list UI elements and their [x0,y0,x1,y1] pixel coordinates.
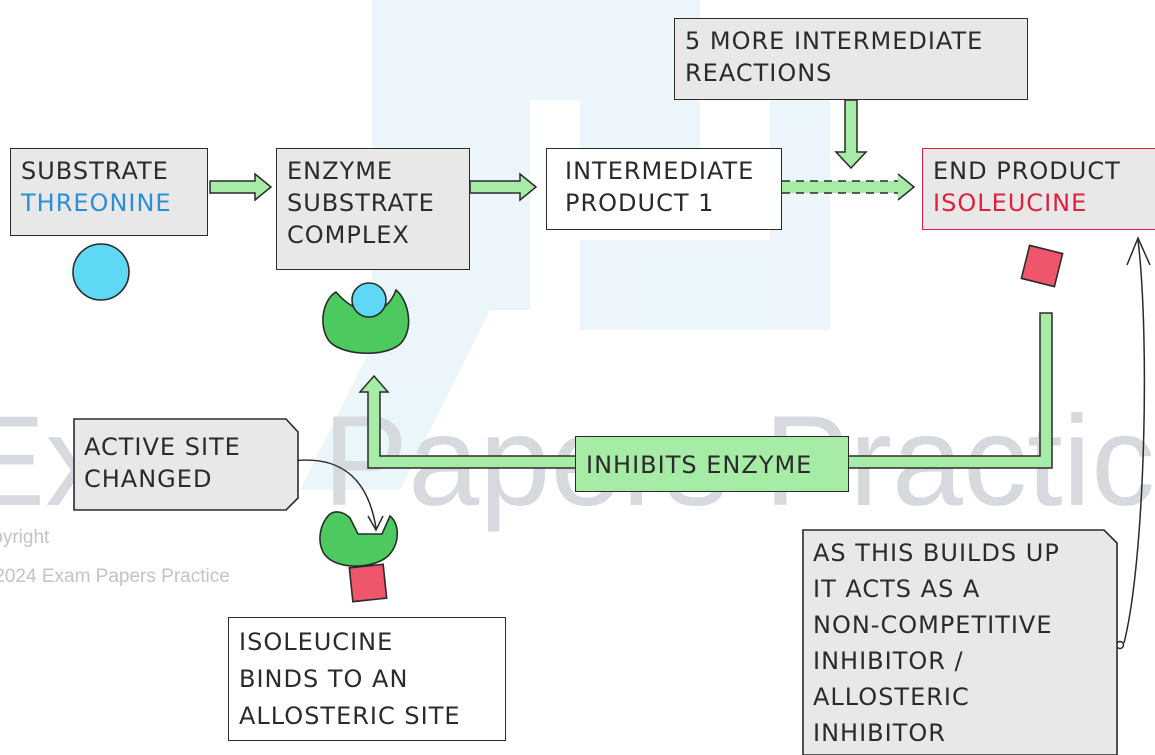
end-product-label: END PRODUCT [933,157,1121,185]
inhibits-enzyme-label: INHIBITS ENZYME [586,451,813,479]
threonine-label: THREONINE [21,189,172,217]
builds-up-line-6: INHIBITOR [813,719,946,747]
allosteric-site-box: ISOLEUCINE BINDS TO AN ALLOSTERIC SITE [228,617,506,741]
isoleucine-label: ISOLEUCINE [933,189,1088,217]
arrow-more-reactions-down [834,99,868,170]
builds-up-line-4: INHIBITOR / [813,647,964,675]
enzyme-substrate-complex-box: ENZYME SUBSTRATE COMPLEX [276,148,470,270]
complex-line-1: ENZYME [287,157,394,185]
watermark-copyright-line1: Copyright [0,527,50,548]
arrow-substrate-to-complex [209,172,273,202]
substrate-molecule-circle [72,243,130,301]
active-site-line-2: CHANGED [84,465,213,493]
end-product-box: END PRODUCT ISOLEUCINE [922,148,1155,230]
builds-up-tag-shape [802,529,1118,755]
more-reactions-line-1: 5 MORE INTERMEDIATE [685,27,984,55]
builds-up-line-2: IT ACTS AS A [813,575,981,603]
substrate-box: SUBSTRATE THREONINE [10,148,208,236]
intermediate-product-box: INTERMEDIATE PRODUCT 1 [546,148,782,230]
inhibits-enzyme-box: INHIBITS ENZYME [575,436,849,492]
active-site-tag-shape [73,418,299,511]
arrow-complex-to-intermediate [469,172,538,202]
feedback-loop-arrow [358,312,1053,469]
isoleucine-molecule-square [1020,244,1064,288]
more-reactions-line-2: REACTIONS [685,59,833,87]
allosteric-line-1: ISOLEUCINE [239,628,394,656]
more-reactions-box: 5 MORE INTERMEDIATE REACTIONS [674,18,1028,100]
active-site-changed-text: ACTIVE SITE CHANGED [74,425,284,505]
builds-up-pointer-arrow [1115,236,1151,650]
builds-up-line-3: NON-COMPETITIVE [813,611,1053,639]
substrate-label: SUBSTRATE [21,157,169,185]
builds-up-line-5: ALLOSTERIC [813,683,970,711]
allosteric-line-2: BINDS TO AN [239,665,409,693]
watermark-copyright-line2: © 2024 Exam Papers Practice [0,566,230,587]
enzyme-substrate-complex-icon [322,282,410,355]
intermediate-line-2: PRODUCT 1 [565,189,715,217]
inhibited-enzyme-icon [319,511,399,603]
builds-up-line-1: AS THIS BUILDS UP [813,539,1060,567]
active-site-line-1: ACTIVE SITE [84,433,241,461]
dashed-arrow-to-end-product [782,173,916,201]
allosteric-line-3: ALLOSTERIC SITE [239,702,461,730]
intermediate-line-1: INTERMEDIATE [565,157,755,185]
complex-line-3: COMPLEX [287,221,410,249]
complex-line-2: SUBSTRATE [287,189,435,217]
builds-up-inhibitor-text: AS THIS BUILDS UP IT ACTS AS A NON-COMPE… [803,533,1103,755]
